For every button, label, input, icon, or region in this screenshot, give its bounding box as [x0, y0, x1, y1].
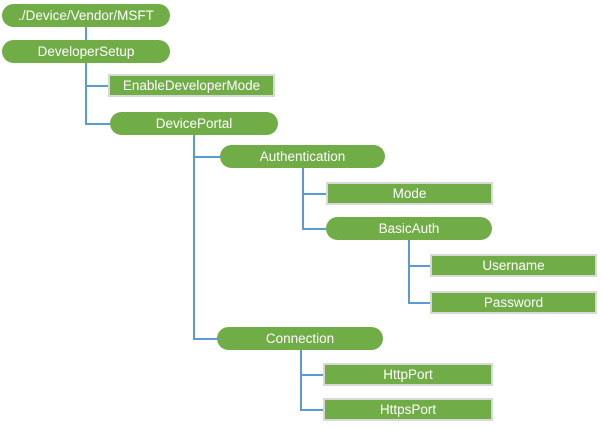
connector-line — [193, 338, 217, 340]
tree-node-authentication: Authentication — [220, 145, 385, 168]
connector-line — [302, 228, 326, 230]
tree-node-device-portal: DevicePortal — [110, 112, 278, 135]
tree-node-username: Username — [430, 254, 597, 277]
connector-line — [300, 350, 302, 411]
connector-line — [300, 374, 323, 376]
tree-node-https-port: HttpsPort — [323, 398, 493, 421]
connector-line — [85, 27, 87, 40]
connector-line — [193, 156, 220, 158]
tree-node-connection: Connection — [217, 327, 383, 350]
tree-node-msft: ./Device/Vendor/MSFT — [2, 4, 170, 27]
tree-node-basic-auth: BasicAuth — [326, 217, 492, 240]
tree-node-http-port: HttpPort — [323, 363, 493, 386]
connector-line — [300, 409, 323, 411]
tree-node-developer-setup: DeveloperSetup — [2, 40, 170, 63]
connector-line — [85, 63, 87, 125]
connector-line — [408, 240, 410, 304]
connector-line — [193, 135, 195, 340]
connector-line — [302, 193, 326, 195]
tree-node-password: Password — [430, 291, 597, 314]
connector-line — [85, 85, 108, 87]
tree-node-mode: Mode — [326, 182, 493, 205]
connector-line — [408, 265, 430, 267]
connector-line — [408, 302, 430, 304]
tree-node-enable-developer-mode: EnableDeveloperMode — [108, 74, 275, 97]
connector-line — [85, 123, 110, 125]
connector-line — [302, 168, 304, 230]
